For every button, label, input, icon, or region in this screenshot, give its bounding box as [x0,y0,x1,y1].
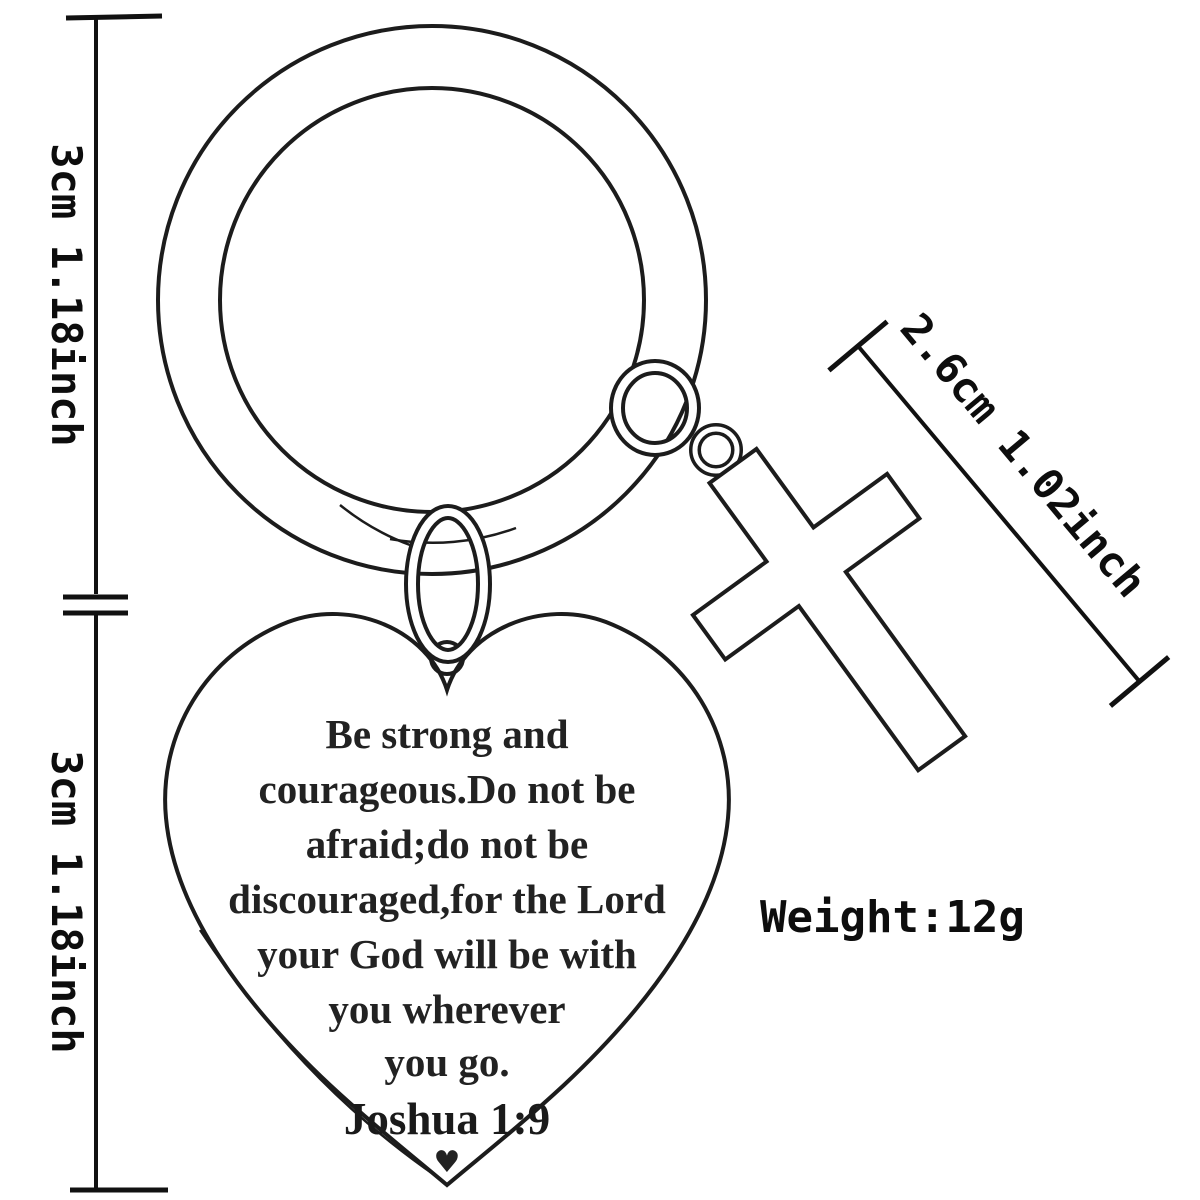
dimension-cap-cross-start [827,319,889,373]
dimension-line-cross [856,344,1142,683]
key-ring-outer-edge [156,24,708,576]
engraved-heart-icon: ♥ [434,1145,461,1180]
dimension-cap-top [65,13,163,21]
heart-edge-detail [198,929,437,1178]
engraving-line: you wherever [328,986,565,1032]
split-ring-wire-detail [389,526,517,544]
heart-pendant-assembly: Be strong and courageous.Do not be afrai… [163,504,731,1188]
ring-height-label: 3cm 1.18inch [42,143,91,446]
cross-charm-assembly [609,359,968,774]
engraving-line: courageous.Do not be [259,766,636,812]
cross-jump-ring-inner [613,363,697,453]
pendant-height-label: 3cm 1.18inch [42,750,91,1053]
key-ring [156,24,708,576]
heart-engraving: Be strong and courageous.Do not be afrai… [228,711,666,1180]
key-ring-inner-edge [218,86,646,514]
engraving-line: discouraged,for the Lord [228,876,666,922]
dimension-cap-cross-end [1108,655,1171,708]
pendant-height-dimension: 3cm 1.18inch [42,613,168,1193]
cross-loop-inner [692,426,740,474]
split-ring-wire-detail-2 [339,504,411,547]
engraving-line: afraid;do not be [306,821,588,867]
cross-length-label: 2.6cm 1.02inch [891,304,1156,607]
engraving-line: you go. [384,1039,509,1085]
cross-pendant [690,446,968,774]
verse-reference: Joshua 1:9 [344,1094,550,1144]
cross-shape [690,446,968,774]
heart-pendant [163,612,731,1188]
engraving-line: your God will be with [257,931,637,977]
ring-height-dimension: 3cm 1.18inch [42,13,163,616]
engraving-line: Be strong and [325,711,568,757]
weight-label: Weight:12g [760,892,1025,943]
heart-jump-ring-inner [408,508,488,660]
